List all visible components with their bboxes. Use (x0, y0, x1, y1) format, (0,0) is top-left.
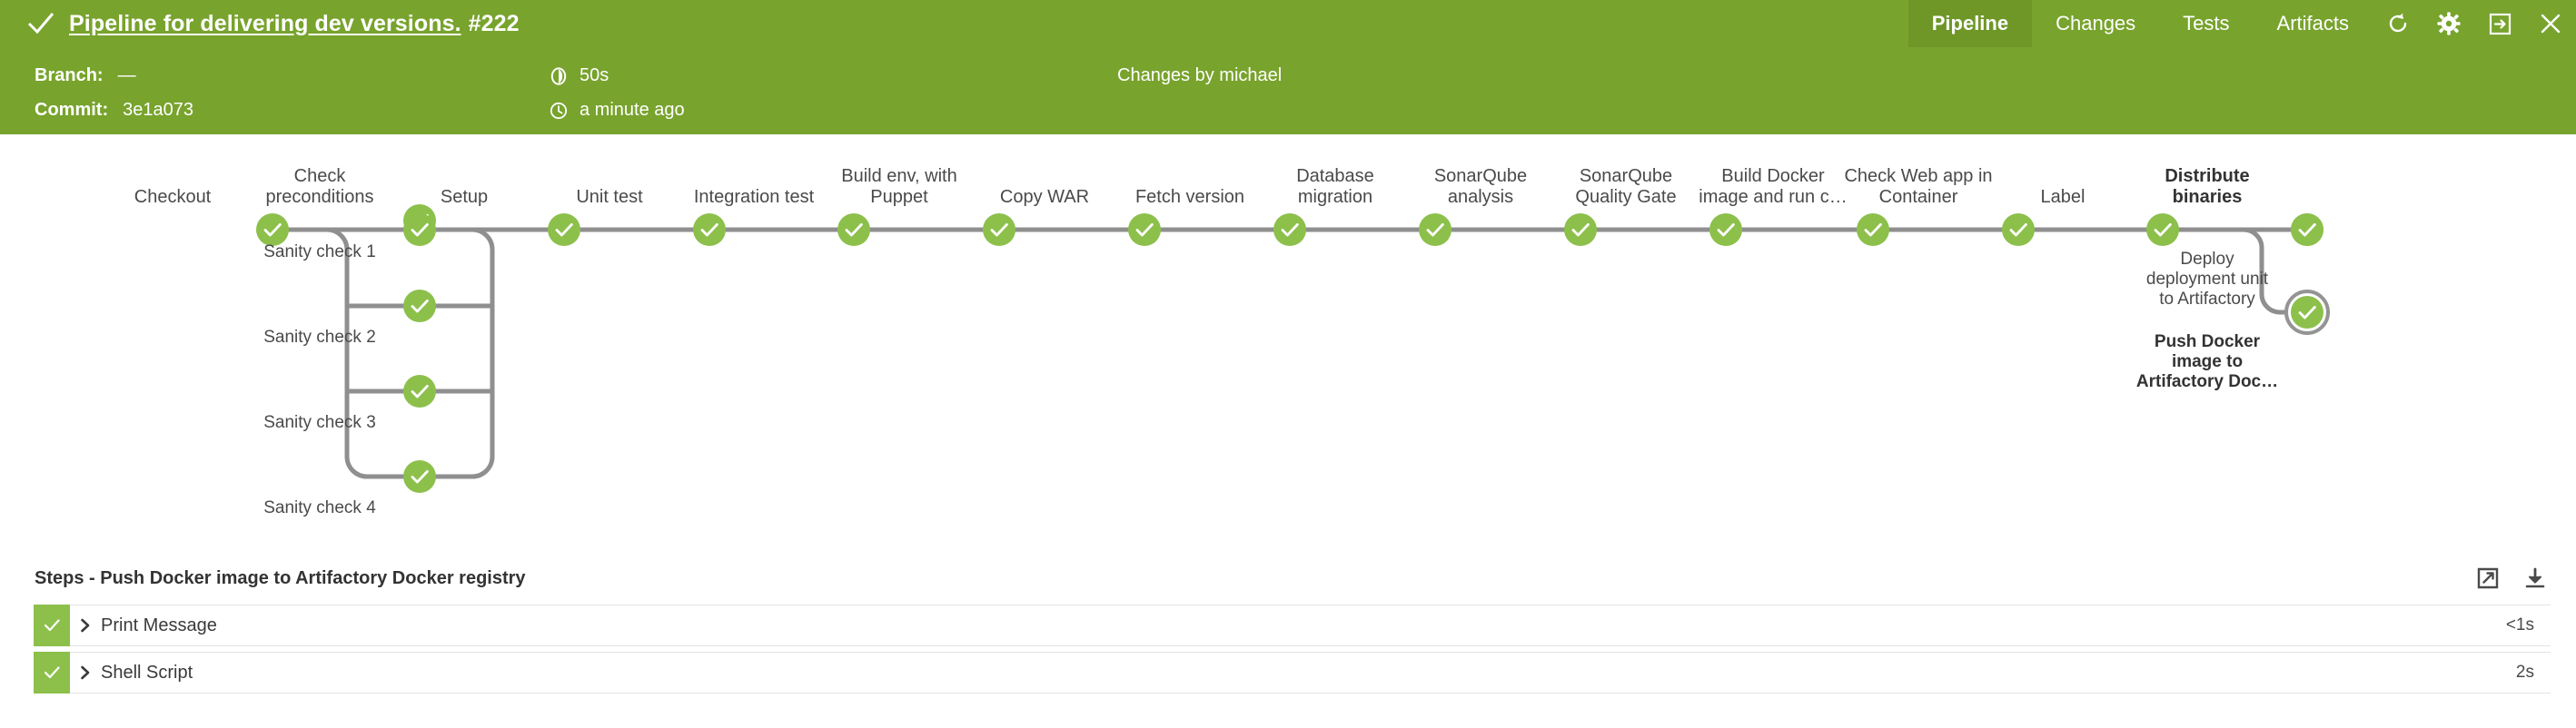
pipeline-node-label: Unit test (576, 187, 643, 207)
pipeline-node-label: Setup (440, 187, 489, 207)
pipeline-node[interactable] (2291, 213, 2323, 246)
changes-by-label: Changes by michael (1117, 65, 1283, 85)
rerun-icon[interactable] (2373, 0, 2423, 47)
pipeline-connector (2176, 227, 2288, 315)
step-row[interactable]: Print Message <1s (34, 605, 2551, 646)
pipeline-node-label: Check Web app in Container (1844, 166, 1993, 207)
step-name: Print Message (101, 615, 217, 635)
pipeline-node[interactable] (1564, 213, 1597, 246)
pipeline-graph: Sanity check 1 Sanity check 2 Sanity check… (0, 134, 2576, 552)
header-top-bar: Pipeline for delivering dev versions. #2… (0, 0, 2576, 47)
build-meta-bar: Branch: — Commit: 3e1a073 50s (0, 47, 2576, 134)
close-icon[interactable] (2525, 0, 2576, 47)
steps-header: Steps - Push Docker image to Artifactory… (0, 552, 2576, 605)
branch-row: Branch: — (35, 65, 136, 86)
pipeline-node-label: Fetch version (1134, 187, 1245, 207)
tab-tests[interactable]: Tests (2183, 12, 2230, 34)
pipeline-title-link[interactable]: Pipeline for delivering dev versions. (69, 10, 461, 36)
chevron-right-icon[interactable] (70, 664, 101, 681)
duration-value: 50s (580, 65, 609, 85)
step-name: Shell Script (101, 662, 193, 683)
pipeline-node-label: Deploy deployment unit to Artifactory (2145, 250, 2269, 309)
pipeline-node-label: Build Docker image and run c… (1699, 166, 1848, 207)
pipeline-node[interactable] (403, 460, 436, 493)
pipeline-node[interactable] (983, 213, 1016, 246)
pipeline-node-label: SonarQube Quality Gate (1575, 166, 1677, 207)
time-value: a minute ago (580, 100, 685, 120)
pipeline-node-label: Check preconditions (265, 166, 374, 207)
pipeline-node[interactable] (256, 213, 289, 246)
pipeline-node-label: Sanity check 3 (263, 413, 376, 432)
open-external-icon[interactable] (2472, 563, 2503, 594)
pipeline-node-label: Database migration (1296, 166, 1374, 207)
pipeline-node-label: Sanity check 4 (263, 498, 376, 517)
logout-icon[interactable] (2474, 0, 2525, 47)
pipeline-node-selected[interactable] (2284, 290, 2330, 335)
build-number: #222 (468, 10, 520, 36)
pipeline-node-label: Copy WAR (999, 187, 1090, 207)
clock-icon (549, 101, 569, 121)
pipeline-graph-svg (256, 204, 2330, 493)
commit-label: Commit: (35, 100, 109, 120)
page-title: Pipeline for delivering dev versions. #2… (69, 11, 520, 37)
pipeline-node[interactable] (2146, 213, 2179, 246)
commit-value: 3e1a073 (123, 100, 193, 120)
pipeline-node[interactable] (1419, 213, 1451, 246)
stopwatch-icon (549, 66, 569, 86)
tab-changes[interactable]: Changes (2056, 12, 2136, 34)
step-row[interactable]: Shell Script 2s (34, 652, 2551, 694)
header-nav: Pipeline Changes Tests Artifacts (1907, 0, 2576, 47)
step-status-check-icon (34, 605, 70, 646)
pipeline-node-label: Checkout (134, 187, 212, 207)
pipeline-node-label: Build env, with Puppet (841, 166, 957, 207)
pipeline-node[interactable] (1273, 213, 1306, 246)
branch-label: Branch: (35, 65, 104, 85)
pipeline-node-label: Sanity check 1 (263, 242, 376, 261)
pipeline-node[interactable] (403, 213, 436, 246)
pipeline-node[interactable] (548, 213, 580, 246)
pipeline-node-label: Label (2040, 187, 2086, 207)
pipeline-node[interactable] (403, 375, 436, 408)
tab-pipeline[interactable]: Pipeline (1907, 0, 2033, 47)
pipeline-node[interactable] (837, 213, 870, 246)
pipeline-node-label: Integration test (693, 187, 815, 207)
pipeline-node[interactable] (2002, 213, 2035, 246)
commit-row: Commit: 3e1a073 (35, 100, 193, 121)
branch-value: — (117, 65, 136, 85)
pipeline-node-label: Distribute binaries (2165, 166, 2250, 207)
step-duration: 2s (2515, 663, 2534, 682)
steps-section: Steps - Push Docker image to Artifactory… (0, 552, 2576, 699)
pipeline-node-label: SonarQube analysis (1433, 166, 1528, 207)
pipeline-node[interactable] (1128, 213, 1161, 246)
gear-icon[interactable] (2423, 0, 2474, 47)
steps-actions (2472, 563, 2551, 594)
build-status-check-icon (25, 8, 56, 39)
tab-artifacts[interactable]: Artifacts (2276, 12, 2349, 34)
download-icon[interactable] (2520, 563, 2551, 594)
pipeline-node[interactable] (693, 213, 726, 246)
changes-by: Changes by michael (1117, 65, 1282, 86)
duration-row: 50s (549, 65, 609, 86)
step-duration: <1s (2505, 615, 2534, 635)
pipeline-header: Pipeline for delivering dev versions. #2… (0, 0, 2576, 134)
chevron-right-icon[interactable] (70, 617, 101, 634)
pipeline-node[interactable] (1857, 213, 1889, 246)
pipeline-node-label: Sanity check 2 (263, 328, 376, 347)
step-status-check-icon (34, 652, 70, 694)
pipeline-node[interactable] (403, 290, 436, 322)
pipeline-connector (433, 227, 495, 479)
pipeline-node-label: Push Docker image to Artifactory Doc… (2135, 332, 2279, 391)
steps-title: Steps - Push Docker image to Artifactory… (35, 567, 526, 588)
pipeline-node[interactable] (1709, 213, 1742, 246)
time-row: a minute ago (549, 100, 685, 121)
